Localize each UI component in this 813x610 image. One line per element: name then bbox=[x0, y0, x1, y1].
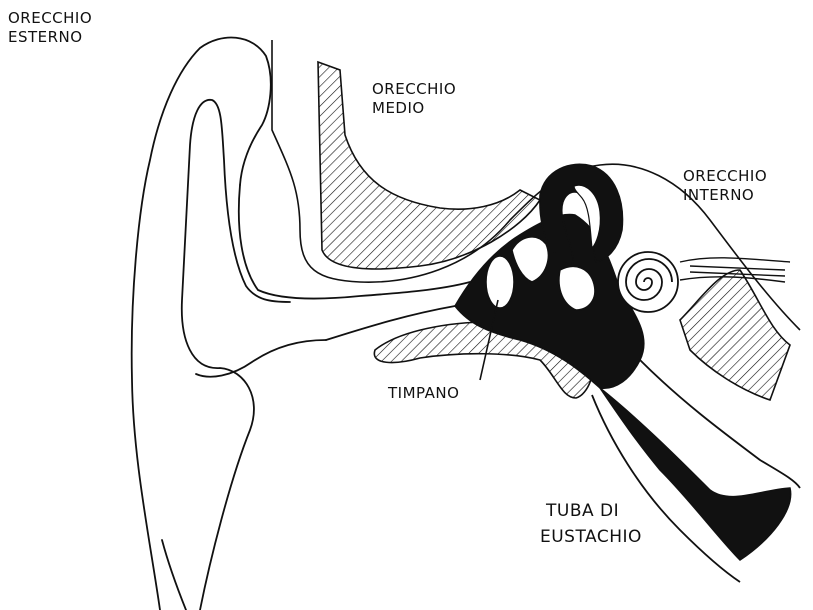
outer-ear-label-line1: ORECCHIO bbox=[8, 9, 92, 28]
pinna-outer-contour bbox=[132, 38, 271, 610]
eardrum-membrane bbox=[486, 256, 514, 308]
outer-ear-label-line2: ESTERNO bbox=[8, 28, 92, 47]
cochlea-outer-turn bbox=[618, 252, 678, 312]
lobe-contour bbox=[162, 540, 186, 610]
pinna-inner-contour bbox=[182, 100, 290, 610]
eardrum-label: TIMPANO bbox=[388, 384, 459, 403]
eustachian-tube-label: TUBA DI EUSTACHIO bbox=[540, 498, 642, 550]
eardrum-label-text: TIMPANO bbox=[388, 384, 459, 403]
cochlea bbox=[618, 252, 678, 312]
middle-ear-label-line1: ORECCHIO bbox=[372, 80, 456, 99]
middle-ear-label-line2: MEDIO bbox=[372, 99, 456, 118]
tube-lower-wall bbox=[592, 395, 740, 582]
eustachian-tube-label-line1: TUBA DI bbox=[540, 498, 642, 524]
concha-contour bbox=[196, 340, 326, 377]
outer-ear-label: ORECCHIO ESTERNO bbox=[8, 9, 92, 47]
nerve-upper bbox=[680, 258, 790, 262]
inner-ear-label-line2: INTERNO bbox=[683, 186, 767, 205]
inner-ear-label: ORECCHIO INTERNO bbox=[683, 167, 767, 205]
pinna-outline bbox=[132, 38, 326, 610]
eustachian-tube-label-line2: EUSTACHIO bbox=[540, 524, 642, 550]
inner-ear-label-line1: ORECCHIO bbox=[683, 167, 767, 186]
inner-bone-hatch bbox=[680, 270, 790, 400]
middle-ear-label: ORECCHIO MEDIO bbox=[372, 80, 456, 118]
